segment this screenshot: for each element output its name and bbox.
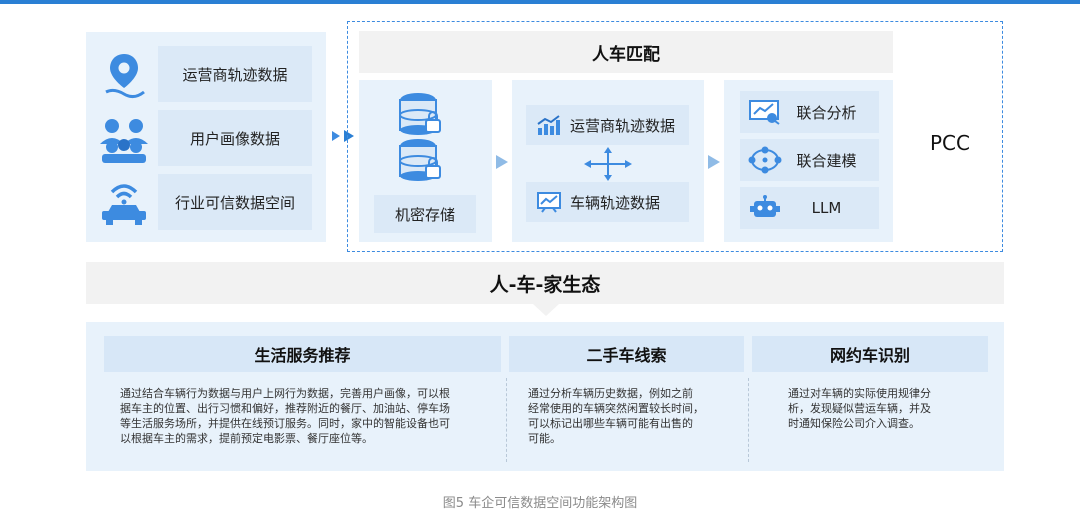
person-car-matching-title: 人车匹配 — [359, 31, 893, 73]
right-item-label: 联合建模 — [796, 151, 857, 170]
service-description: 通过分析车辆历史数据，例如之前 经常使用的车辆突然闲置较长时间， 可以标记出哪些… — [528, 386, 740, 446]
right-item-label: LLM — [811, 199, 842, 217]
data-sources-panel: 运营商轨迹数据 用户画像数据 行业可信数据空间 — [86, 32, 326, 242]
description-line: 可以标记出哪些车辆可能有出售的 — [528, 417, 693, 430]
operator-trajectory-item: 运营商轨迹数据 — [526, 105, 689, 145]
description-line: 通过分析车辆历史数据，例如之前 — [528, 387, 693, 400]
joint-modeling-item: 联合建模 — [740, 139, 879, 181]
rising-chart-icon — [537, 115, 560, 135]
description-line: 时通知保险公司介入调查。 — [788, 417, 920, 430]
network-model-icon — [748, 146, 782, 174]
ecosystem-title: 人-车-家生态 — [86, 262, 1004, 304]
joint-analysis-item: 联合分析 — [740, 91, 879, 133]
description-line: 据车主的位置、出行习惯和偏好，推荐附近的餐厅、加油站、停车场 — [120, 402, 450, 415]
service-title: 网约车识别 — [752, 336, 988, 372]
description-line: 通过结合车辆行为数据与用户上网行为数据，完善用户画像，可以根 — [120, 387, 450, 400]
pcc-container — [347, 21, 1003, 252]
arrow-right-icon — [496, 155, 508, 169]
service-description: 通过对车辆的实际使用规律分 析，发现疑似营运车辆，并及 时通知保险公司介入调查。 — [788, 386, 988, 431]
service-title: 生活服务推荐 — [104, 336, 501, 372]
confidential-storage-label: 机密存储 — [374, 195, 476, 233]
user-group-icon — [100, 119, 148, 163]
top-accent-bar — [0, 0, 1080, 4]
source-item: 行业可信数据空间 — [86, 174, 326, 232]
robot-icon — [750, 195, 780, 217]
location-pin-icon — [105, 54, 145, 99]
description-line: 等生活服务场所，并提供在线预订服务。同时，家中的智能设备也可 — [120, 417, 450, 430]
service-description: 通过结合车辆行为数据与用户上网行为数据，完善用户画像，可以根 据车主的位置、出行… — [120, 386, 492, 446]
llm-item: LLM — [740, 187, 879, 229]
description-line: 析，发现疑似营运车辆，并及 — [788, 402, 931, 415]
arrow-right-icon — [708, 155, 720, 169]
analytics-icon — [749, 100, 780, 125]
figure-caption: 图5 车企可信数据空间功能架构图 — [442, 496, 638, 511]
board-chart-icon — [537, 192, 561, 213]
description-line: 经常使用的车辆突然闲置较长时间， — [528, 402, 704, 415]
secure-database-icon — [399, 93, 441, 181]
four-way-arrow-icon — [584, 147, 632, 181]
middle-item-label: 车辆轨迹数据 — [570, 193, 661, 212]
divider — [748, 378, 749, 462]
source-label: 用户画像数据 — [158, 110, 312, 166]
ecosystem-pointer — [533, 304, 559, 316]
description-line: 可能。 — [528, 432, 561, 445]
pcc-label: PCC — [930, 131, 970, 155]
description-line: 以根据车主的需求，提前预定电影票、餐厅座位等。 — [120, 432, 373, 445]
source-item: 运营商轨迹数据 — [86, 46, 326, 104]
divider — [506, 378, 507, 462]
source-label: 运营商轨迹数据 — [158, 46, 312, 102]
arrow-right-icon — [332, 130, 354, 142]
service-title: 二手车线索 — [509, 336, 744, 372]
vehicle-trajectory-item: 车辆轨迹数据 — [526, 182, 689, 222]
middle-item-label: 运营商轨迹数据 — [570, 116, 676, 135]
source-item: 用户画像数据 — [86, 110, 326, 168]
right-item-label: 联合分析 — [796, 103, 857, 122]
connected-car-icon — [102, 184, 146, 225]
description-line: 通过对车辆的实际使用规律分 — [788, 387, 931, 400]
source-label: 行业可信数据空间 — [158, 174, 312, 230]
